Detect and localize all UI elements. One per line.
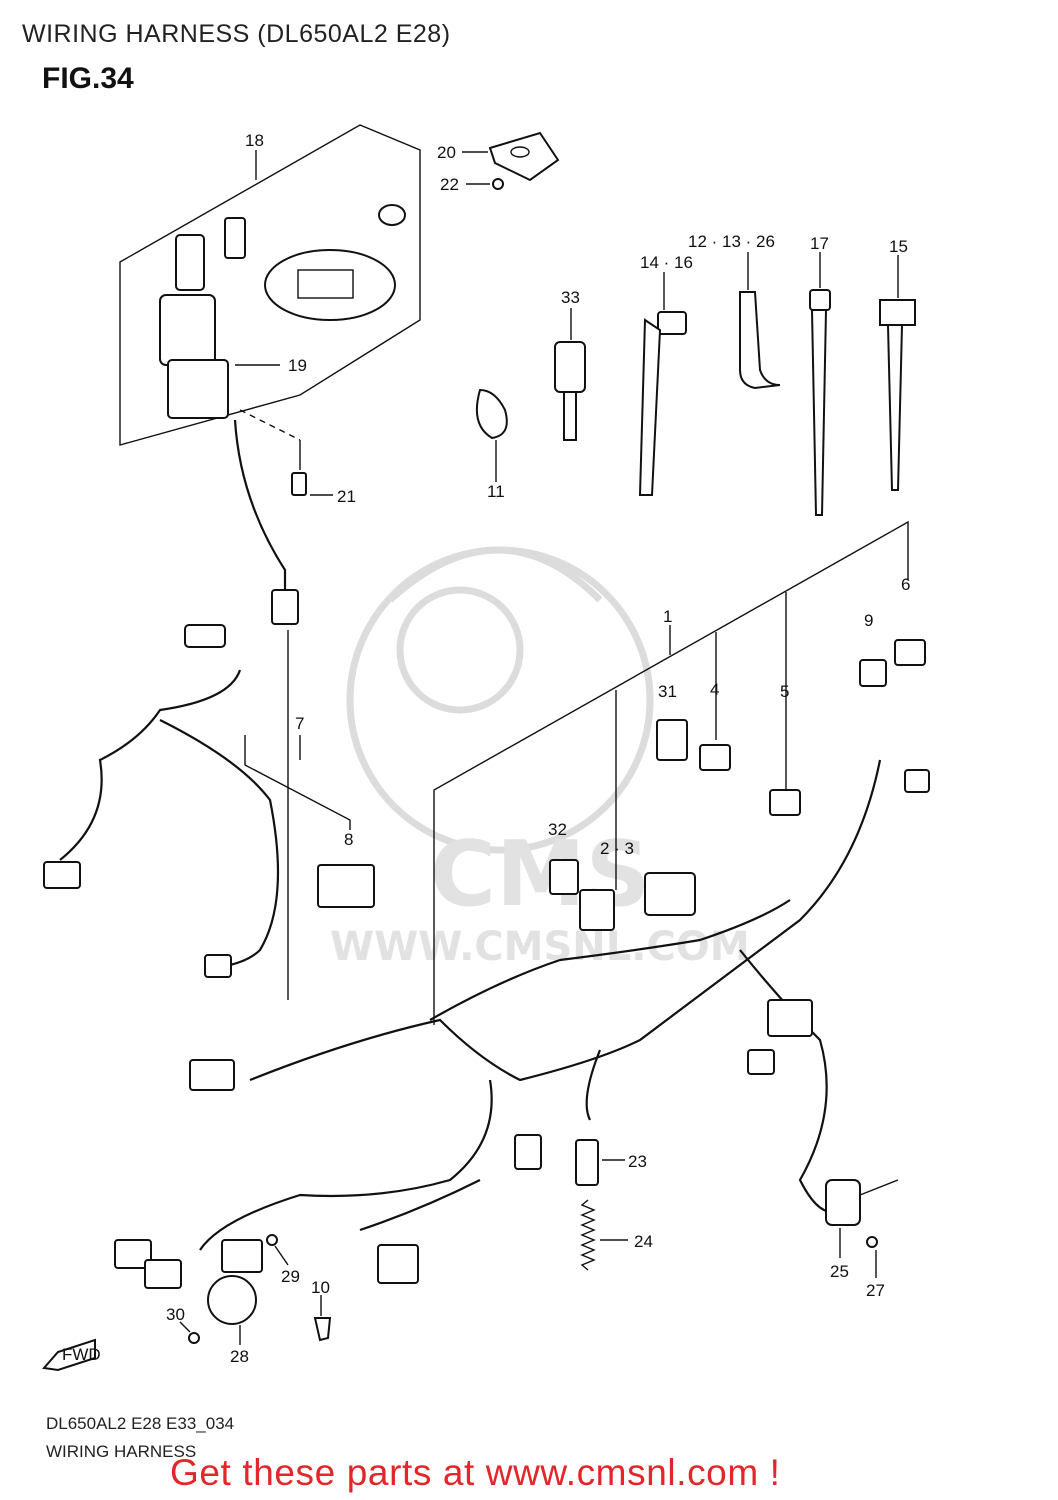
callout-1: 1 [663, 607, 672, 626]
callout-10: 10 [311, 1278, 330, 1297]
wiring-harness [43, 419, 930, 1289]
page-title: WIRING HARNESS (DL650AL2 E28) [22, 20, 451, 48]
callout-21: 21 [337, 487, 356, 506]
callout-28: 28 [230, 1347, 249, 1366]
watermark-logo: CMS [430, 822, 650, 927]
callout-labels: 1 2 · 3 4 5 6 7 8 9 10 11 12 · 13 · 26 1… [166, 131, 910, 1366]
callout-22: 22 [440, 175, 459, 194]
watermark-url: WWW.CMSNL.COM [330, 924, 750, 970]
callout-18: 18 [245, 131, 264, 150]
spring-part-24 [580, 1199, 628, 1271]
diagram-code: DL650AL2 E28 E33_034 [46, 1414, 235, 1433]
callout-6: 6 [901, 575, 910, 594]
clamp-part-11 [476, 388, 508, 482]
callout-15: 15 [889, 237, 908, 256]
sensor-part-23 [575, 1139, 625, 1186]
figure-number: FIG.34 [42, 62, 134, 95]
nut-part-30 [179, 1321, 200, 1344]
ignition-switch-set [119, 124, 421, 496]
harness-leaders [244, 520, 909, 1025]
clip-part-10 [313, 1295, 332, 1342]
clamp-parts-12-13-26 [739, 252, 781, 390]
callout-11: 11 [487, 482, 505, 501]
diagram-caption: WIRING HARNESS [46, 1442, 197, 1461]
callout-5: 5 [780, 682, 789, 701]
callout-30: 30 [166, 1305, 185, 1324]
callout-25: 25 [830, 1262, 849, 1281]
callout-33: 33 [561, 288, 580, 307]
callout-20: 20 [437, 143, 456, 162]
promo-link[interactable]: Get these parts at www.cmsnl.com ! [170, 1452, 781, 1493]
callout-27: 27 [866, 1281, 885, 1300]
callout-14-16: 14 · 16 [640, 253, 693, 272]
callout-12-13-26: 12 · 13 · 26 [688, 232, 775, 251]
callout-29: 29 [281, 1267, 300, 1286]
callout-32: 32 [548, 820, 567, 839]
callout-4: 4 [710, 680, 719, 699]
cable-tie-15 [879, 255, 916, 491]
fwd-label: FWD [62, 1345, 101, 1364]
band-parts-14-16 [638, 272, 687, 496]
horn-part-28 [207, 1234, 289, 1345]
callout-9: 9 [864, 611, 873, 630]
switch-part-25 [825, 1179, 899, 1278]
callout-19: 19 [288, 356, 307, 375]
callout-8: 8 [344, 830, 353, 849]
callout-31: 31 [658, 682, 677, 701]
callout-2-3: 2 · 3 [600, 839, 634, 858]
cable-tie-17 [809, 252, 831, 516]
callout-17: 17 [810, 234, 829, 253]
cover-part-20 [462, 131, 560, 190]
fwd-arrow-icon: FWD [42, 1338, 101, 1372]
callout-24: 24 [634, 1232, 653, 1251]
key-blank-33 [554, 308, 586, 441]
callout-23: 23 [628, 1152, 647, 1171]
callout-7: 7 [295, 714, 304, 733]
